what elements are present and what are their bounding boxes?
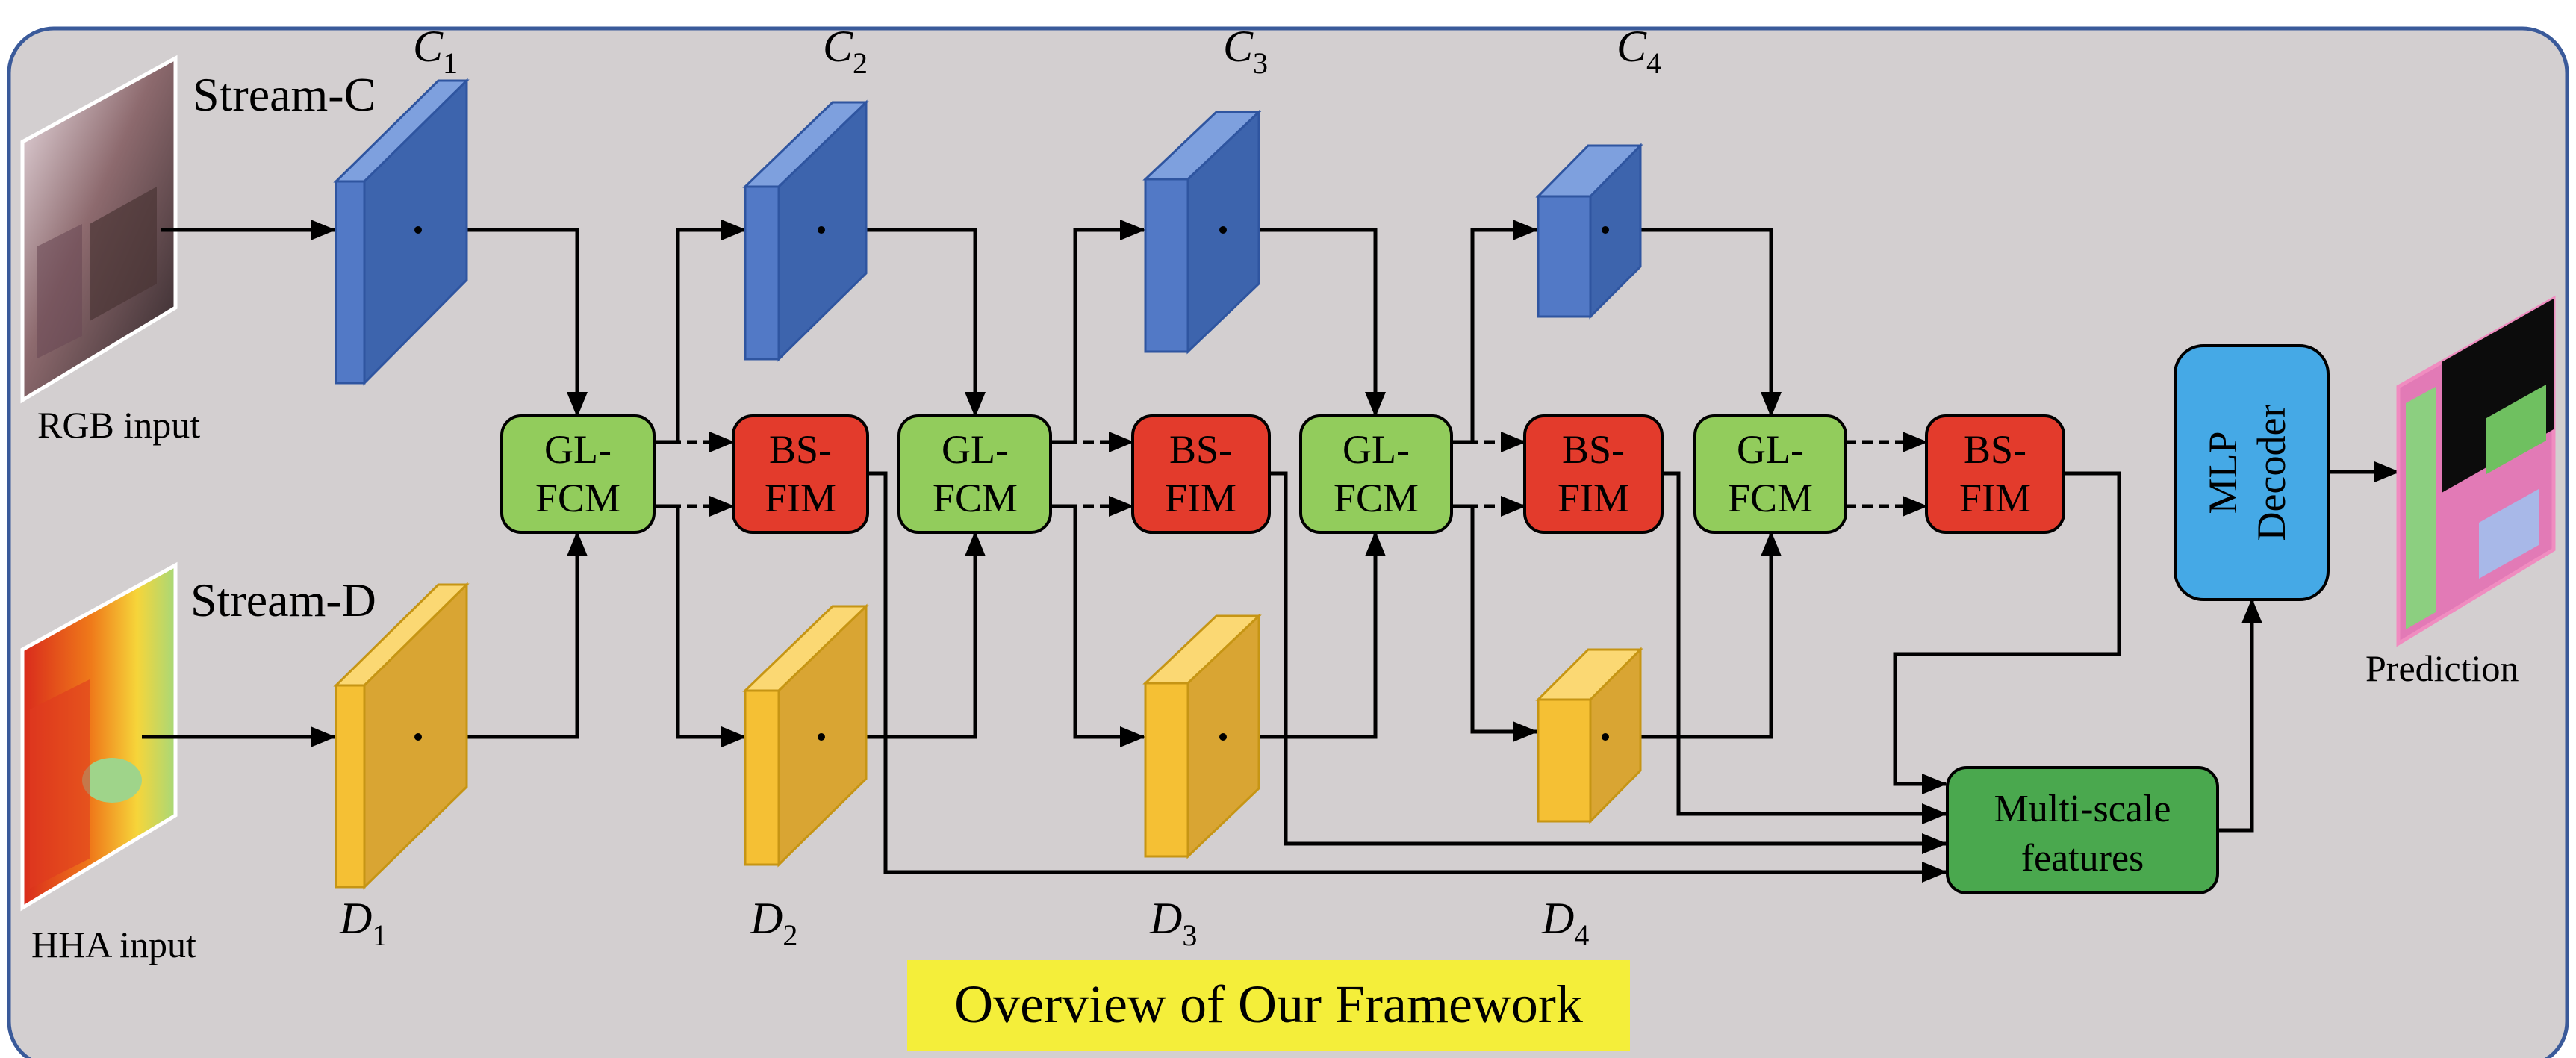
svg-text:Multi-scale: Multi-scale	[1994, 788, 2171, 830]
svg-text:FCM: FCM	[1728, 476, 1813, 520]
glfcm-module-1: GL- FCM	[500, 414, 656, 534]
connections	[142, 220, 2400, 883]
hha-input-image	[20, 561, 178, 912]
stream-d-label: Stream-D	[190, 573, 376, 626]
depth-block-d4	[1535, 647, 1643, 824]
mlp-decoder: MLP Decoder	[2174, 344, 2330, 601]
svg-text:FCM: FCM	[933, 476, 1018, 520]
svg-text:features: features	[2021, 837, 2144, 880]
svg-text:FIM: FIM	[1165, 476, 1236, 520]
feature-label-d4: D4	[1541, 894, 1589, 952]
svg-text:GL-: GL-	[942, 427, 1009, 472]
prediction-label: Prediction	[2365, 647, 2519, 689]
title-banner: Overview of Our Framework	[907, 960, 1630, 1051]
hha-input-label: HHA input	[31, 924, 196, 965]
svg-text:FIM: FIM	[1558, 476, 1629, 520]
svg-text:MLP: MLP	[2200, 431, 2245, 514]
rgb-input-label: RGB input	[37, 404, 200, 446]
feature-label-d2: D2	[750, 894, 797, 952]
svg-text:BS-: BS-	[1562, 427, 1625, 472]
connection-dots	[414, 226, 1609, 741]
feature-label-c1: C1	[413, 22, 458, 80]
svg-text:BS-: BS-	[1964, 427, 2026, 472]
multiscale-features: Multi-scale features	[1946, 766, 2219, 894]
depth-feature-labels: D1 D2 D3 D4	[339, 894, 1589, 952]
color-feature-labels: C1 C2 C3 C4	[413, 22, 1661, 80]
svg-text:FCM: FCM	[535, 476, 620, 520]
bsfim-module-4: BS- FIM	[1925, 414, 2065, 534]
bsfim-module-1: BS- FIM	[732, 414, 869, 534]
bsfim-module-3: BS- FIM	[1523, 414, 1664, 534]
title-text: Overview of Our Framework	[954, 974, 1583, 1034]
svg-text:FIM: FIM	[1959, 476, 2031, 520]
svg-text:GL-: GL-	[1343, 427, 1410, 472]
rgb-input-image	[20, 55, 178, 404]
prediction-image	[2396, 295, 2556, 647]
glfcm-module-2: GL- FCM	[897, 414, 1052, 534]
color-block-c4	[1535, 143, 1643, 320]
feature-label-c4: C4	[1617, 22, 1661, 80]
feature-label-c3: C3	[1223, 22, 1268, 80]
svg-text:Decoder: Decoder	[2249, 405, 2294, 541]
depth-block-d2	[742, 603, 869, 868]
stream-c-label: Stream-C	[193, 68, 376, 121]
feature-label-d3: D3	[1149, 894, 1197, 952]
diagram-background	[7, 26, 2569, 1058]
svg-text:BS-: BS-	[1169, 427, 1232, 472]
glfcm-module-4: GL- FCM	[1693, 414, 1847, 534]
bsfim-module-2: BS- FIM	[1131, 414, 1271, 534]
svg-text:GL-: GL-	[1737, 427, 1804, 472]
svg-text:FIM: FIM	[765, 476, 836, 520]
feature-label-c2: C2	[823, 22, 868, 80]
glfcm-module-3: GL- FCM	[1299, 414, 1453, 534]
svg-text:BS-: BS-	[769, 427, 832, 472]
svg-text:FCM: FCM	[1334, 476, 1419, 520]
feature-label-d1: D1	[339, 894, 387, 952]
svg-text:GL-: GL-	[544, 427, 612, 472]
